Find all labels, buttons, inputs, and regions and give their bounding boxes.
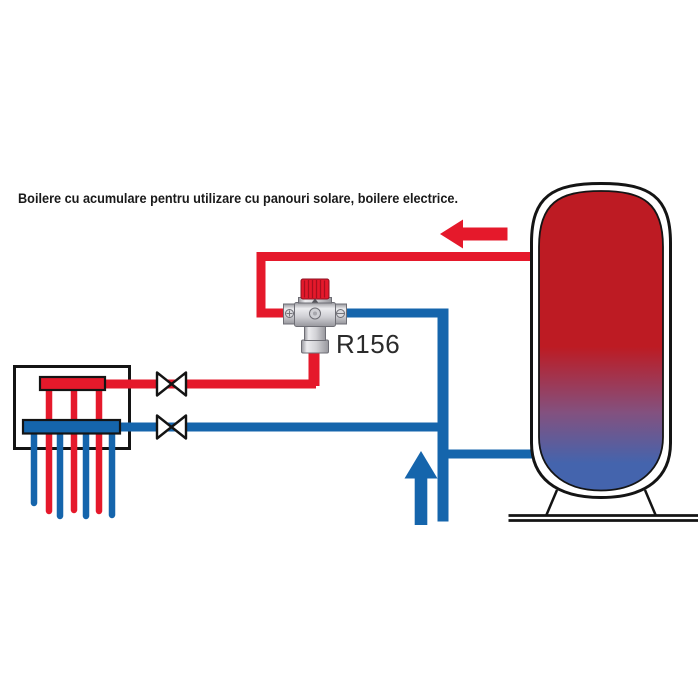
valve-index-mark xyxy=(311,298,319,303)
valve-left-screw-slot xyxy=(286,310,293,317)
manifold-hot-drop-pipes xyxy=(45,382,103,515)
tank-base xyxy=(508,514,698,522)
cold-flow-arrow-up-icon xyxy=(404,451,438,525)
tank-body-gradient xyxy=(538,190,664,492)
tank-leg-left xyxy=(544,489,559,517)
storage-tank xyxy=(508,181,698,522)
hot-supply-pipe xyxy=(256,252,535,318)
manifold-cold-drop-pipes xyxy=(30,424,116,520)
valve-bottom-nut xyxy=(301,339,329,354)
manifold-cabinet xyxy=(13,365,131,520)
mixing-valve xyxy=(283,278,347,354)
mixing-valve-label: R156 xyxy=(336,329,400,359)
manifold-cold-header xyxy=(21,418,122,435)
valve-neck xyxy=(304,326,326,341)
tank-leg-right xyxy=(643,489,658,517)
shutoff-valve-hot-icon xyxy=(155,371,188,397)
manifold-hot-header xyxy=(38,375,107,392)
valve-center-dial-dot xyxy=(313,311,317,316)
shutoff-valve-cold-icon xyxy=(155,414,188,440)
valve-cap-knurl xyxy=(303,280,326,298)
valve-red-cap xyxy=(300,278,330,300)
hot-flow-arrow-left-icon xyxy=(440,219,508,249)
page-title: Boilere cu acumulare pentru utilizare cu… xyxy=(18,190,458,206)
